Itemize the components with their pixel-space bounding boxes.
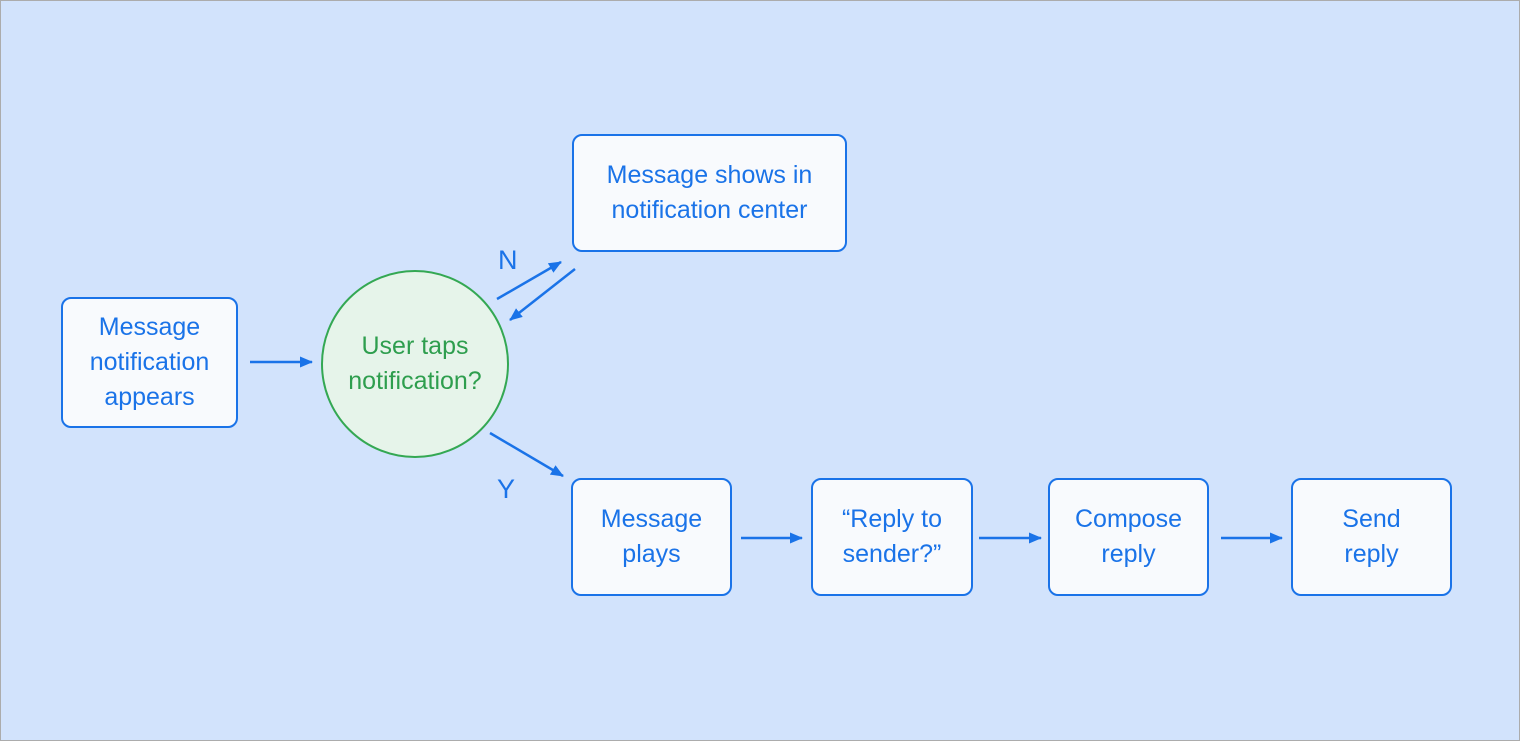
- node-compose-reply: Compose reply: [1048, 478, 1209, 596]
- node-user-taps-notification-decision: User taps notification?: [321, 270, 509, 458]
- edge-notification-center-to-decision: [509, 268, 576, 321]
- edge-label-yes: Y: [497, 474, 516, 504]
- edge-label-no: N: [498, 245, 518, 275]
- edge-decision-to-message-plays: [489, 431, 564, 478]
- node-message-plays: Message plays: [571, 478, 732, 596]
- node-message-shows-in-notification-center: Message shows in notification center: [572, 134, 847, 252]
- node-reply-to-sender: “Reply to sender?”: [811, 478, 973, 596]
- node-send-reply: Send reply: [1291, 478, 1452, 596]
- node-message-notification-appears: Message notification appears: [61, 297, 238, 428]
